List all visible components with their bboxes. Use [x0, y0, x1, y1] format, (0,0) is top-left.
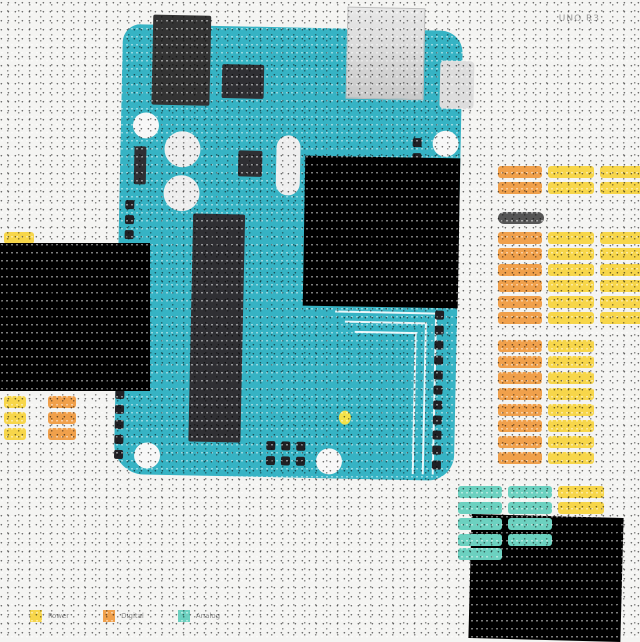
pin-label [458, 486, 502, 498]
pin-label-left [48, 412, 76, 424]
pin-label [498, 166, 542, 178]
pin-label [548, 312, 594, 324]
pin-label [498, 212, 544, 224]
trace [352, 331, 417, 474]
legend-item-analog: Analog [178, 610, 220, 622]
pin-label [548, 372, 594, 384]
pin-label [498, 232, 542, 244]
pin-label [548, 264, 594, 276]
pin-label [498, 372, 542, 384]
pin-label [548, 420, 594, 432]
pin-label [498, 248, 542, 260]
pin-label-left [4, 396, 26, 408]
pin-label [558, 486, 604, 498]
pin-label [600, 312, 640, 324]
pin-label [508, 518, 552, 530]
pin-label [458, 534, 502, 546]
voltage-regulator [222, 64, 265, 99]
pin-label [498, 182, 542, 194]
pin-label [600, 166, 640, 178]
microcontroller [188, 213, 245, 442]
pin-label [548, 182, 594, 194]
pin-label [600, 232, 640, 244]
pin-label [458, 548, 502, 560]
legend-item-digital: Digital [103, 610, 144, 622]
pin-label [458, 502, 502, 514]
pin-label [548, 232, 594, 244]
pin-label-left [4, 428, 26, 440]
reset-button [439, 61, 474, 110]
pin-label-left [48, 396, 76, 408]
pin-label [548, 404, 594, 416]
pin-label [498, 296, 542, 308]
pin-label [600, 182, 640, 194]
pin-label [548, 452, 594, 464]
legend: Power Digital Analog [30, 610, 220, 622]
pin-label [508, 502, 552, 514]
pin-label [508, 534, 552, 546]
pin-label [498, 404, 542, 416]
pin-label-left [4, 412, 26, 424]
pin-label [498, 264, 542, 276]
pin-label [498, 312, 542, 324]
pin-label [498, 436, 542, 448]
pin-label [600, 248, 640, 260]
pin-label [548, 340, 594, 352]
board-title: UNO R3 [559, 14, 600, 24]
pin-label [558, 502, 604, 514]
pin-label [498, 340, 542, 352]
legend-item-power: Power [30, 610, 69, 622]
pin-label [498, 280, 542, 292]
pin-label [548, 248, 594, 260]
pin-label [548, 436, 594, 448]
pin-label [600, 296, 640, 308]
icsp-header [266, 441, 314, 466]
crystal [276, 135, 301, 195]
left-header-lower [114, 390, 124, 459]
redaction-block [303, 156, 461, 309]
pin-label [548, 296, 594, 308]
pin-label [548, 166, 594, 178]
pin-label [600, 280, 640, 292]
pin-label [498, 420, 542, 432]
usb-connector [346, 7, 426, 101]
pin-label [600, 264, 640, 276]
pin-label [498, 388, 542, 400]
small-chip [134, 146, 147, 184]
redaction-block [0, 243, 150, 391]
pin-label [458, 518, 502, 530]
pin-label [548, 280, 594, 292]
pin-label [508, 486, 552, 498]
pin-label [498, 356, 542, 368]
pin-label [548, 388, 594, 400]
pin-label [498, 452, 542, 464]
pin-label-left [48, 428, 76, 440]
small-chip [238, 150, 263, 176]
power-jack [151, 15, 211, 106]
pin-label [548, 356, 594, 368]
